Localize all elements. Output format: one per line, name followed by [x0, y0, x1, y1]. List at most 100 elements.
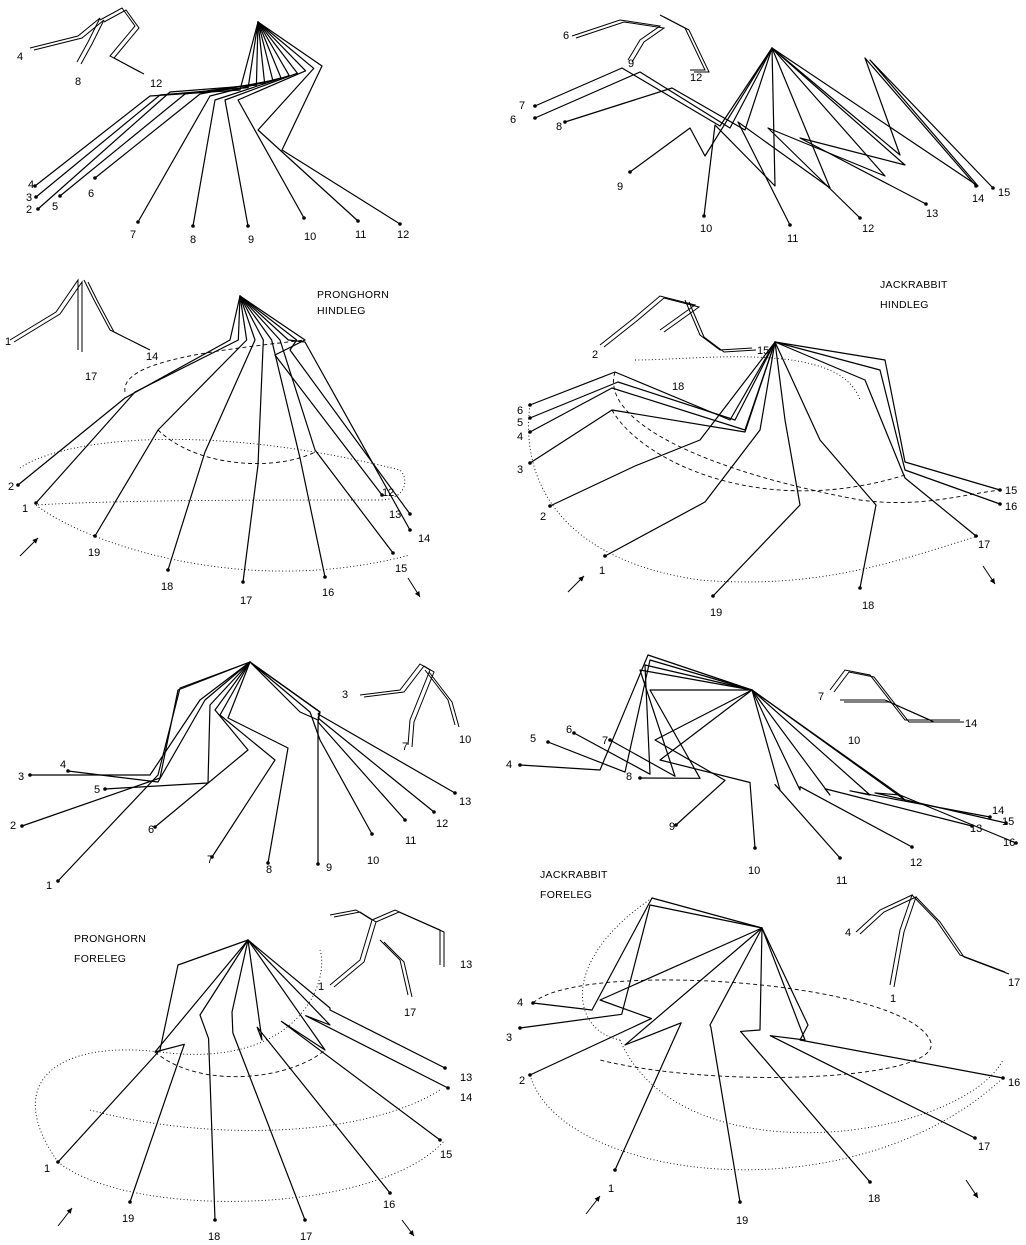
stride-frame-number: 15: [440, 1149, 452, 1161]
inset-animal-sketch: [830, 670, 964, 722]
inset-frame-number: 12: [690, 72, 702, 84]
limb-stick: [530, 928, 762, 1075]
limb-stick: [550, 342, 775, 506]
stride-frame-number: 16: [322, 587, 334, 599]
direction-arrow-head: [67, 1208, 72, 1214]
foot-point: [608, 738, 612, 742]
inset-frame-number: 10: [459, 734, 471, 746]
foot-point: [34, 195, 38, 199]
foot-point: [66, 769, 70, 773]
foot-point: [323, 575, 327, 579]
panel-title-limb: FORELEG: [74, 953, 126, 965]
limb-stick: [35, 22, 258, 186]
foot-point: [432, 810, 436, 814]
inset-limb-outline: [860, 897, 916, 987]
stride-frame-number: 15: [998, 187, 1010, 199]
stride-frame-number: 1: [46, 880, 52, 892]
limb-stick: [605, 342, 775, 556]
inset-frame-number: 17: [85, 371, 97, 383]
inset-limb-outline: [604, 298, 699, 347]
panel-title-limb: HINDLEG: [880, 299, 929, 311]
stride-frame-number: 14: [418, 533, 430, 545]
stride-frame-number: 7: [602, 735, 608, 747]
dotted-trajectory: [620, 1040, 1003, 1133]
stride-frame-number: 15: [1005, 485, 1017, 497]
stride-frame-number: 10: [367, 855, 379, 867]
stride-frame-number: 17: [240, 595, 252, 607]
limb-stick: [168, 296, 255, 570]
foot-point: [20, 824, 24, 828]
limb-stick: [250, 662, 455, 793]
limb-stick: [248, 940, 390, 1193]
inset-animal-sketch: [360, 664, 459, 747]
limb-stick: [610, 670, 752, 776]
inset-limb-outline: [856, 895, 912, 985]
stride-frame-number: 8: [556, 121, 562, 133]
inset-limb-outline: [425, 670, 455, 725]
stride-frame-number: 12: [910, 857, 922, 869]
panel-title-limb: HINDLEG: [317, 305, 366, 317]
foot-point: [303, 1218, 307, 1222]
limb-stick: [22, 662, 250, 826]
limb-stick: [710, 928, 762, 1202]
foot-point: [1001, 1076, 1005, 1080]
stride-frame-number: 5: [530, 733, 536, 745]
limb-stick: [565, 48, 772, 130]
limb-stick: [530, 342, 775, 420]
inset-limb-outline: [380, 940, 408, 995]
foot-point: [443, 1066, 447, 1070]
dashed-trajectory: [612, 410, 905, 491]
limb-stick: [752, 690, 912, 847]
stride-frame-number: 14: [460, 1092, 472, 1104]
foot-point: [16, 483, 20, 487]
foot-point: [533, 104, 537, 108]
foot-point: [991, 186, 995, 190]
dotted-trajectory: [90, 1090, 440, 1130]
stride-frame-number: 2: [26, 204, 32, 216]
inset-limb-outline: [660, 15, 705, 70]
inset-animal-sketch: [330, 910, 444, 997]
stride-frame-number: 12: [397, 229, 409, 241]
inset-limb-outline: [104, 10, 144, 74]
direction-arrow: [586, 1196, 600, 1214]
stride-frame-number: 17: [300, 1231, 312, 1243]
inset-limb-outline: [88, 282, 150, 350]
inset-limb-outline: [372, 910, 440, 965]
foot-point: [518, 1026, 522, 1030]
foot-point: [56, 879, 60, 883]
stride-frame-number: 13: [459, 796, 471, 808]
stride-frame-number: 6: [566, 724, 572, 736]
foot-point: [166, 568, 170, 572]
foot-point: [528, 430, 532, 434]
stride-frame-number: 6: [517, 405, 523, 417]
foot-point: [753, 846, 757, 850]
limb-stick: [248, 940, 448, 1088]
limb-stick: [615, 928, 762, 1170]
foot-point: [403, 818, 407, 822]
direction-arrow: [966, 1180, 978, 1198]
limb-stick: [772, 48, 926, 204]
foot-point: [316, 862, 320, 866]
limb-stick: [520, 655, 752, 770]
inset-animal-sketch: [856, 895, 1009, 987]
limb-stick: [530, 342, 775, 432]
inset-limb-outline: [576, 22, 664, 62]
dotted-trajectory: [58, 1140, 445, 1201]
limb-stick: [212, 662, 275, 857]
inset-frame-number: 15: [757, 345, 769, 357]
inset-animal-sketch: [572, 15, 709, 72]
stride-frame-number: 11: [836, 875, 847, 887]
panel-pronghorn-foreleg-stance: 435216789101112133710: [10, 662, 471, 892]
limb-stick: [535, 48, 772, 128]
stride-frame-number: 19: [710, 607, 722, 619]
direction-arrow-head: [973, 1192, 978, 1198]
stride-frame-number: 16: [383, 1199, 395, 1211]
dashed-trajectory: [533, 980, 931, 1077]
stride-frame-number: 3: [517, 464, 523, 476]
foot-point: [924, 202, 928, 206]
stride-frame-number: 4: [517, 997, 523, 1009]
stride-frame-number: 8: [190, 234, 196, 246]
panel-title-animal: PRONGHORN: [317, 289, 389, 301]
